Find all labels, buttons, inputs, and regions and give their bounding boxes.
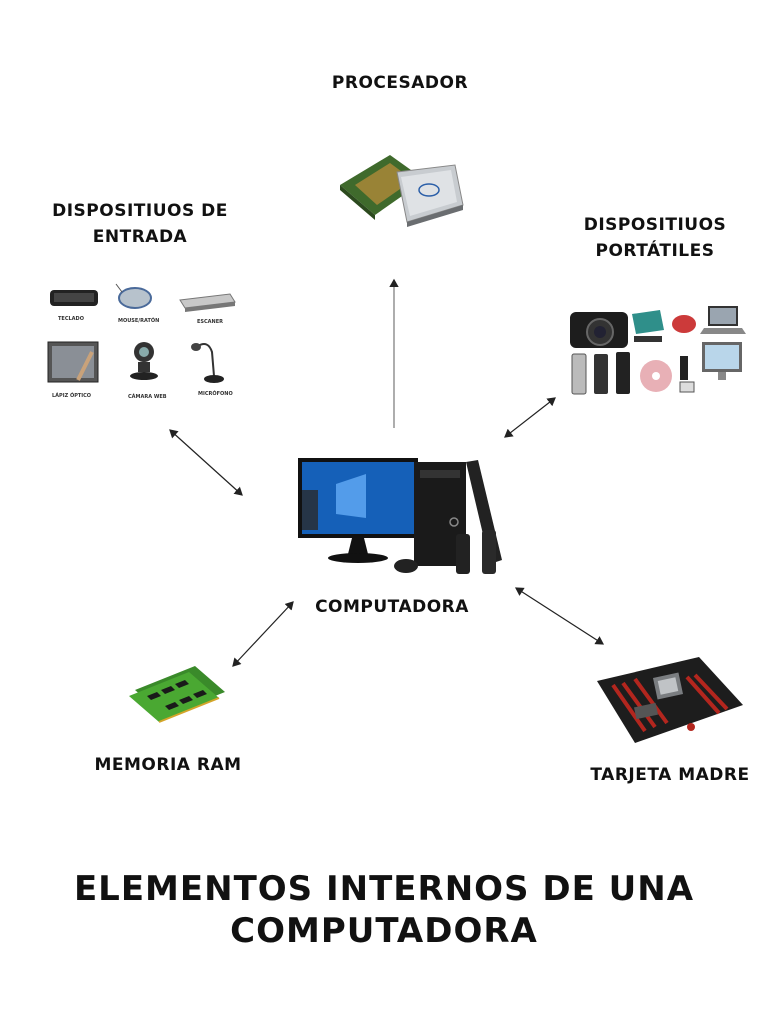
mouse-label: MOUSE/RATÓN — [118, 317, 159, 324]
mouse-icon — [115, 283, 152, 309]
ram-icon — [129, 666, 225, 723]
arrow-ram — [232, 601, 294, 667]
page-title-line2: COMPUTADORA — [230, 911, 538, 951]
laptop-icon — [700, 306, 746, 334]
processor-icon — [340, 155, 464, 227]
keyboard-icon — [50, 290, 98, 306]
webcam-icon — [130, 342, 158, 380]
label-portable-devices: DISPOSITIUOS PORTÁTILES — [555, 212, 755, 264]
label-input-devices-line2: ENTRADA — [92, 227, 188, 247]
page-title: ELEMENTOS INTERNOS DE UNA COMPUTADORA — [0, 868, 768, 952]
phones-icon — [571, 352, 630, 395]
input-devices-icon: TECLADO MOUSE/RATÓN ESCANER LÁPIZ ÓPTICO… — [47, 283, 236, 400]
cd-icon — [640, 360, 672, 392]
scanner-icon — [179, 293, 236, 312]
camera-icon — [570, 312, 628, 348]
light-pen-label: LÁPIZ ÓPTICO — [52, 392, 91, 399]
motherboard-icon — [597, 657, 743, 743]
microphone-icon — [191, 343, 224, 383]
arrow-motherboard — [514, 587, 605, 645]
computer-icon — [298, 458, 502, 574]
microphone-label: MICRÓFONO — [198, 390, 233, 397]
label-processor: PROCESADOR — [331, 73, 469, 93]
label-input-devices-line1: DISPOSITIUOS DE — [52, 201, 228, 221]
gps-icon — [632, 310, 664, 342]
label-portable-devices-line1: DISPOSITIUOS — [583, 215, 727, 235]
webcam-label: CÁMARA WEB — [128, 393, 167, 400]
portable-devices-icon — [570, 306, 746, 395]
label-input-devices: DISPOSITIUOS DE ENTRADA — [40, 198, 240, 250]
label-computer: COMPUTADORA — [315, 597, 469, 617]
page-title-line1: ELEMENTOS INTERNOS DE UNA — [73, 869, 695, 909]
mouse-device-icon — [672, 315, 696, 333]
label-portable-devices-line2: PORTÁTILES — [595, 241, 715, 261]
scanner-label: ESCANER — [197, 319, 223, 325]
monitor-icon — [702, 342, 742, 380]
label-ram: MEMORIA RAM — [94, 755, 242, 775]
label-motherboard: TARJETA MADRE — [590, 765, 750, 785]
arrow-portable-devices — [504, 397, 556, 438]
arrow-input-devices — [169, 429, 243, 496]
keyboard-label: TECLADO — [58, 316, 84, 322]
light-pen-icon — [47, 341, 99, 383]
usb-icon — [679, 356, 695, 393]
